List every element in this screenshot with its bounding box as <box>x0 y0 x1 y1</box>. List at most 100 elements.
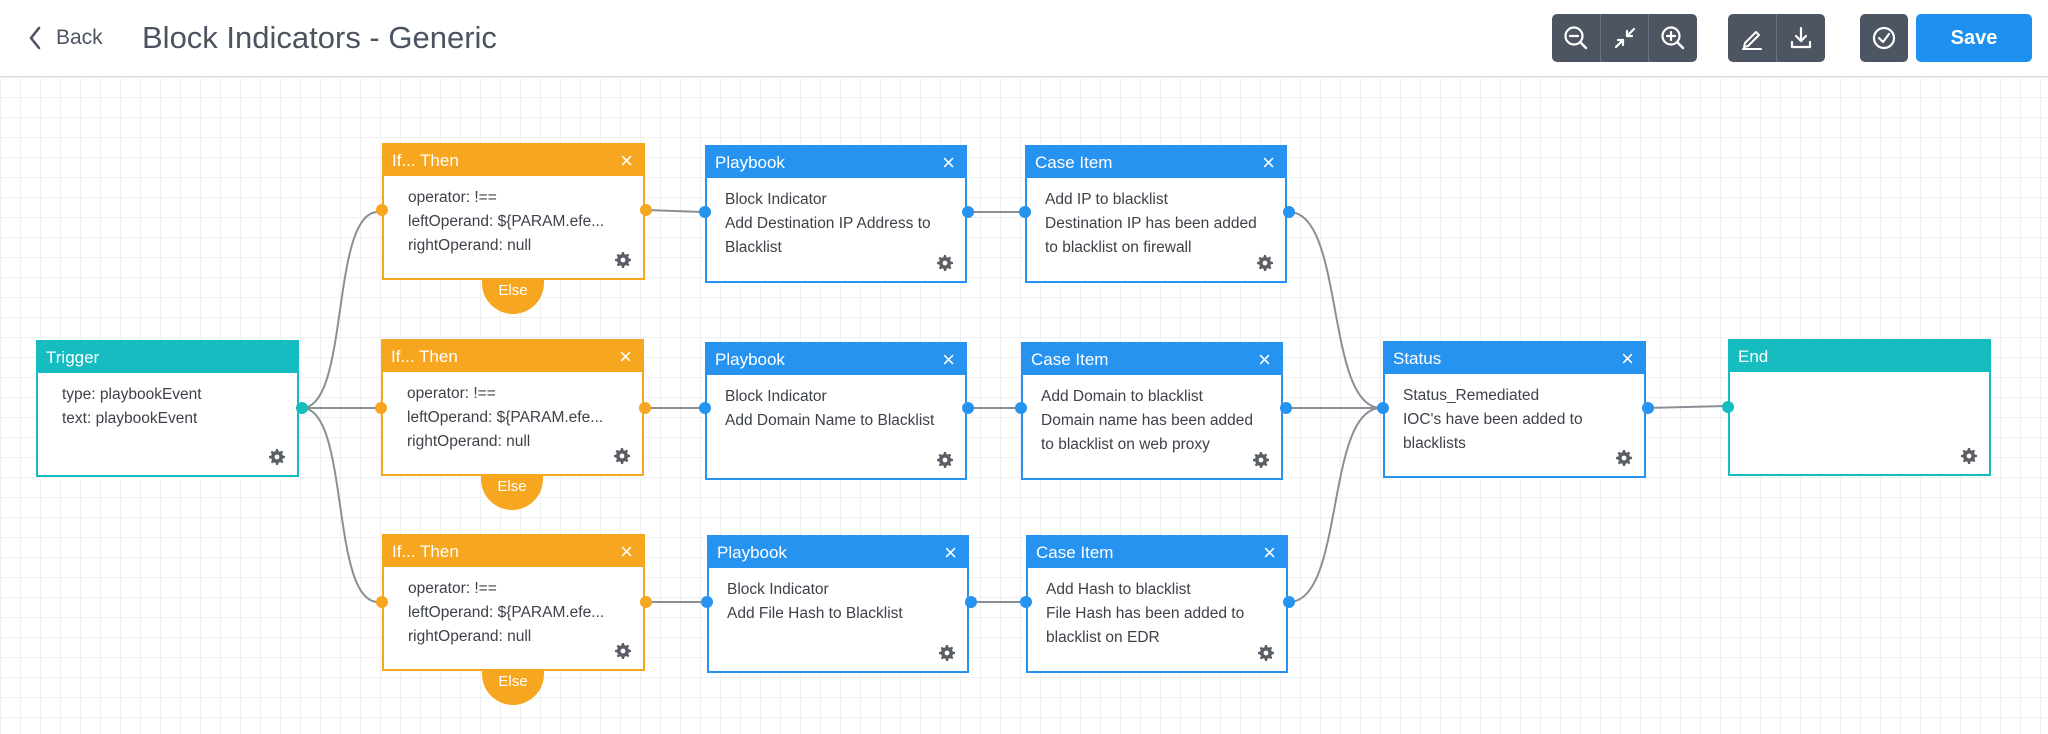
if-then-node-line: leftOperand: ${PARAM.efe... <box>408 213 605 230</box>
if-then-node-title: If... Then <box>391 347 458 366</box>
close-icon[interactable]: × <box>619 344 632 369</box>
case-item-output-port[interactable] <box>1283 206 1295 218</box>
if-then-output-port[interactable] <box>640 596 652 608</box>
if-then-input-port[interactable] <box>376 596 388 608</box>
if-then-node-line: rightOperand: null <box>408 237 532 254</box>
case-item-input-port[interactable] <box>1019 206 1031 218</box>
if-then-node-line: operator: !== <box>408 189 497 206</box>
gear-icon[interactable] <box>1253 452 1269 468</box>
if-then-node-2[interactable]: If... Then × operator: !== leftOperand: $… <box>381 339 644 476</box>
gear-icon[interactable] <box>937 452 953 468</box>
gear-icon[interactable] <box>1258 645 1274 661</box>
case-item-node-2[interactable]: Case Item× Add Domain to blacklist Domai… <box>1021 342 1283 480</box>
close-icon[interactable]: × <box>620 539 633 564</box>
playbook-node-line: Block Indicator <box>727 581 829 598</box>
case-item-output-port[interactable] <box>1283 596 1295 608</box>
if-then-node-line: leftOperand: ${PARAM.efe... <box>408 604 605 621</box>
if-then-node-title: If... Then <box>392 542 459 561</box>
if-then-node-header: If... Then× <box>384 145 643 176</box>
fit-screen-button[interactable] <box>1600 14 1649 62</box>
playbook-output-port[interactable] <box>962 402 974 414</box>
save-button[interactable]: Save <box>1916 14 2032 62</box>
gear-icon[interactable] <box>939 645 955 661</box>
playbook-output-port[interactable] <box>965 596 977 608</box>
if-then-node-1[interactable]: If... Then× operator: !== leftOperand: $… <box>382 143 645 280</box>
header: Back Block Indicators - Generic Save <box>0 0 2048 77</box>
status-node[interactable]: Status× Status_Remediated IOC's have bee… <box>1383 341 1646 478</box>
status-input-port[interactable] <box>1377 402 1389 414</box>
playbook-node-header: Playbook × <box>707 147 965 178</box>
playbook-input-port[interactable] <box>701 596 713 608</box>
case-item-input-port[interactable] <box>1020 596 1032 608</box>
gear-icon[interactable] <box>1616 450 1632 466</box>
case-item-node-line: blacklist on EDR <box>1046 629 1160 646</box>
playbook-node-2[interactable]: Playbook× Block Indicator Add Domain Nam… <box>705 342 967 480</box>
page-title: Block Indicators - Generic <box>142 20 497 55</box>
close-icon[interactable]: × <box>942 347 955 372</box>
gear-icon[interactable] <box>615 643 631 659</box>
end-input-port[interactable] <box>1722 401 1734 413</box>
gear-icon[interactable] <box>1257 255 1273 271</box>
end-node-title: End <box>1738 347 1769 366</box>
case-item-node-header: Case Item× <box>1028 537 1286 568</box>
chevron-left-icon <box>29 26 41 50</box>
trigger-node-header: Trigger <box>38 342 297 373</box>
zoom-out-button[interactable] <box>1552 14 1600 62</box>
trigger-node[interactable]: Trigger type: playbookEvent text: playbo… <box>36 340 299 477</box>
if-then-output-port[interactable] <box>640 204 652 216</box>
playbook-output-port[interactable] <box>962 206 974 218</box>
validate-button[interactable] <box>1860 14 1908 62</box>
close-icon[interactable]: × <box>944 540 957 565</box>
close-icon[interactable]: × <box>1258 347 1271 372</box>
playbook-node-1[interactable]: Playbook× Block Indicator Add Destinatio… <box>705 145 967 283</box>
playbook-input-port[interactable] <box>699 206 711 218</box>
gear-icon[interactable] <box>615 252 631 268</box>
if-then-input-port[interactable] <box>376 204 388 216</box>
case-item-input-port[interactable] <box>1015 402 1027 414</box>
playbook-node-title: Playbook <box>717 543 787 562</box>
case-item-node-1[interactable]: Case Item× Add IP to blacklist Destinati… <box>1025 145 1287 283</box>
if-then-node-line: leftOperand: ${PARAM.efe... <box>407 409 604 426</box>
else-branch-2[interactable]: Else <box>481 476 543 510</box>
if-then-node-3[interactable]: If... Then× operator: !== leftOperand: $… <box>382 534 645 671</box>
close-icon[interactable]: × <box>1262 150 1275 175</box>
trigger-node-line: text: playbookEvent <box>62 410 198 427</box>
gear-icon[interactable] <box>1961 448 1977 464</box>
case-item-output-port[interactable] <box>1280 402 1292 414</box>
case-item-node-header: Case Item × <box>1023 344 1281 375</box>
playbook-node-title: Playbook <box>715 153 785 172</box>
if-then-output-port[interactable] <box>639 402 651 414</box>
end-node[interactable]: End <box>1728 339 1991 476</box>
close-icon[interactable]: × <box>1263 540 1276 565</box>
case-item-node-line: Add Hash to blacklist <box>1046 581 1191 598</box>
trigger-node-title: Trigger <box>46 348 100 367</box>
edit-button[interactable] <box>1728 14 1776 62</box>
gear-icon[interactable] <box>614 448 630 464</box>
fit-screen-icon <box>1614 27 1636 49</box>
playbook-node-line: Add Destination IP Address to <box>725 215 931 232</box>
gear-icon[interactable] <box>269 449 285 465</box>
download-button[interactable] <box>1776 14 1825 62</box>
status-output-port[interactable] <box>1642 402 1654 414</box>
if-then-input-port[interactable] <box>375 402 387 414</box>
if-then-node-header: If... Then × <box>384 536 643 567</box>
playbook-node-line: Block Indicator <box>725 388 827 405</box>
trigger-output-port[interactable] <box>296 402 308 414</box>
zoom-in-button[interactable] <box>1648 14 1697 62</box>
case-item-node-title: Case Item <box>1031 350 1109 369</box>
trigger-node-line: type: playbookEvent <box>62 386 202 403</box>
playbook-input-port[interactable] <box>699 402 711 414</box>
zoom-out-icon <box>1564 26 1588 50</box>
status-node-header: Status× <box>1385 343 1644 374</box>
if-then-node-line: operator: !== <box>407 385 496 402</box>
gear-icon[interactable] <box>937 255 953 271</box>
playbook-node-3[interactable]: Playbook× Block Indicator Add File Hash … <box>707 535 969 673</box>
case-item-node-title: Case Item <box>1035 153 1113 172</box>
zoom-in-icon <box>1661 26 1685 50</box>
check-circle-icon <box>1872 26 1896 50</box>
case-item-node-3[interactable]: Case Item× Add Hash to blacklist File Ha… <box>1026 535 1288 673</box>
close-icon[interactable]: × <box>942 150 955 175</box>
close-icon[interactable]: × <box>1621 346 1634 371</box>
back-button[interactable]: Back <box>28 22 103 54</box>
close-icon[interactable]: × <box>620 148 633 173</box>
